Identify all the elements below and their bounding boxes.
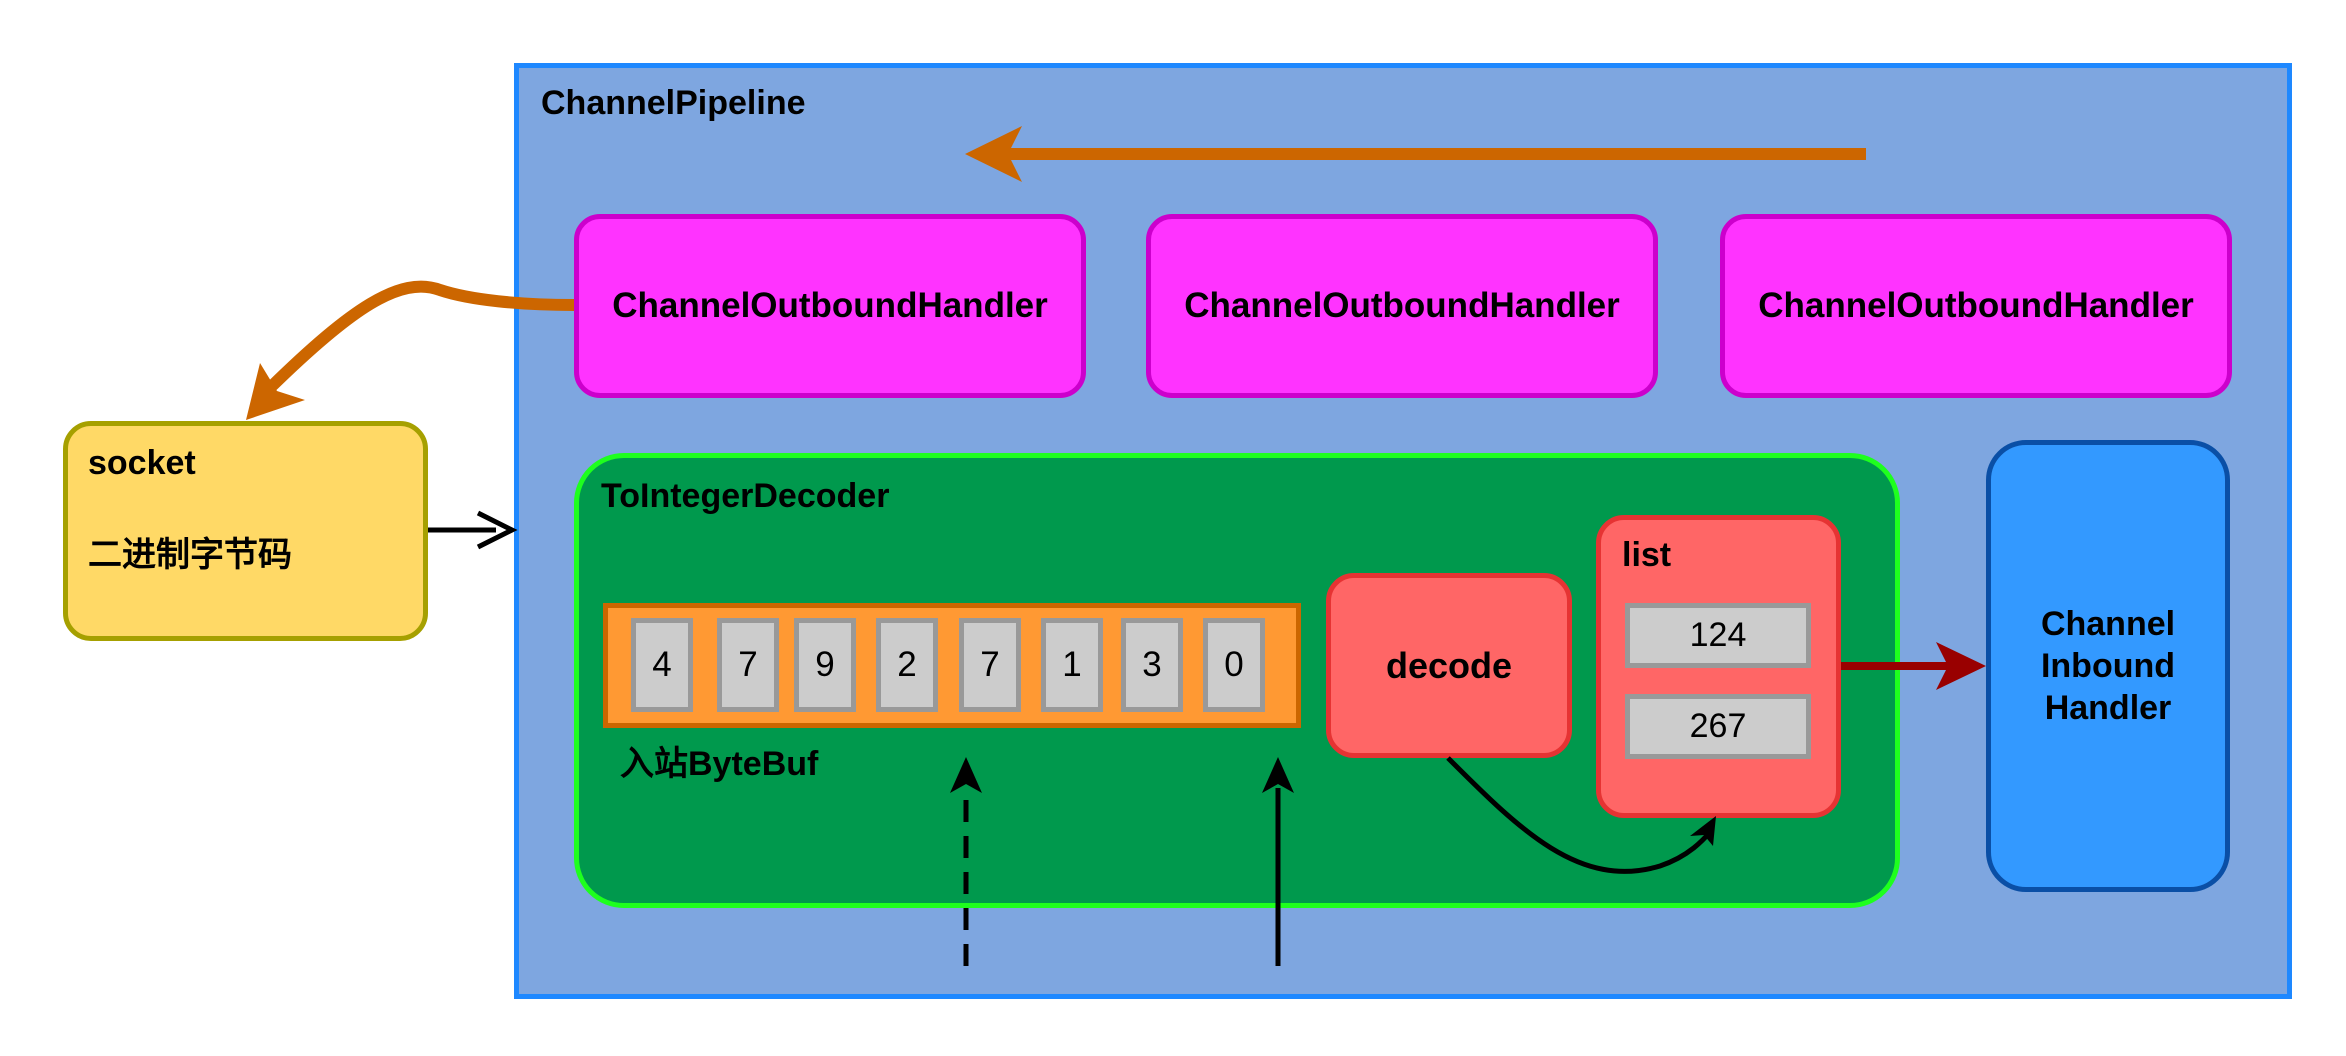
list-item: 124 (1625, 603, 1811, 668)
socket-subtitle: 二进制字节码 (88, 536, 292, 574)
decode-to-list-arrow (1446, 756, 1714, 874)
byte-cell: 9 (794, 618, 856, 712)
decode-to-list-arrowhead (1690, 816, 1716, 846)
outbound-handler-3: ChannelOutboundHandler (1720, 214, 2232, 398)
list-to-inbound-arrowhead (1936, 642, 1986, 690)
bytebuf-label: 入站ByteBuf (620, 745, 819, 783)
byte-cell: 3 (1121, 618, 1183, 712)
outbound-direction-arrowhead (965, 126, 1022, 182)
list-title: list (1622, 536, 1672, 574)
outbound-handler-1: ChannelOutboundHandler (574, 214, 1086, 398)
dashed-input-arrowhead (950, 757, 982, 793)
socket-to-pipeline-arrowhead (476, 510, 518, 550)
byte-cell: 4 (631, 618, 693, 712)
byte-cell: 2 (876, 618, 938, 712)
list-item: 267 (1625, 694, 1811, 759)
outbound-to-socket-arrow (267, 280, 575, 391)
socket-title: socket (88, 444, 196, 482)
byte-cell: 7 (717, 618, 779, 712)
outbound-handler-2: ChannelOutboundHandler (1146, 214, 1658, 398)
byte-cell: 7 (959, 618, 1021, 712)
decoder-title: ToIntegerDecoder (601, 477, 890, 515)
solid-input-arrowhead (1262, 757, 1294, 793)
channel-inbound-handler: Channel Inbound Handler (1986, 440, 2230, 892)
decode-box: decode (1326, 573, 1572, 758)
byte-cell: 1 (1041, 618, 1103, 712)
pipeline-title: ChannelPipeline (541, 84, 806, 122)
outbound-to-socket-arrowhead (246, 363, 305, 420)
byte-cell: 0 (1203, 618, 1265, 712)
socket-box (63, 421, 428, 641)
